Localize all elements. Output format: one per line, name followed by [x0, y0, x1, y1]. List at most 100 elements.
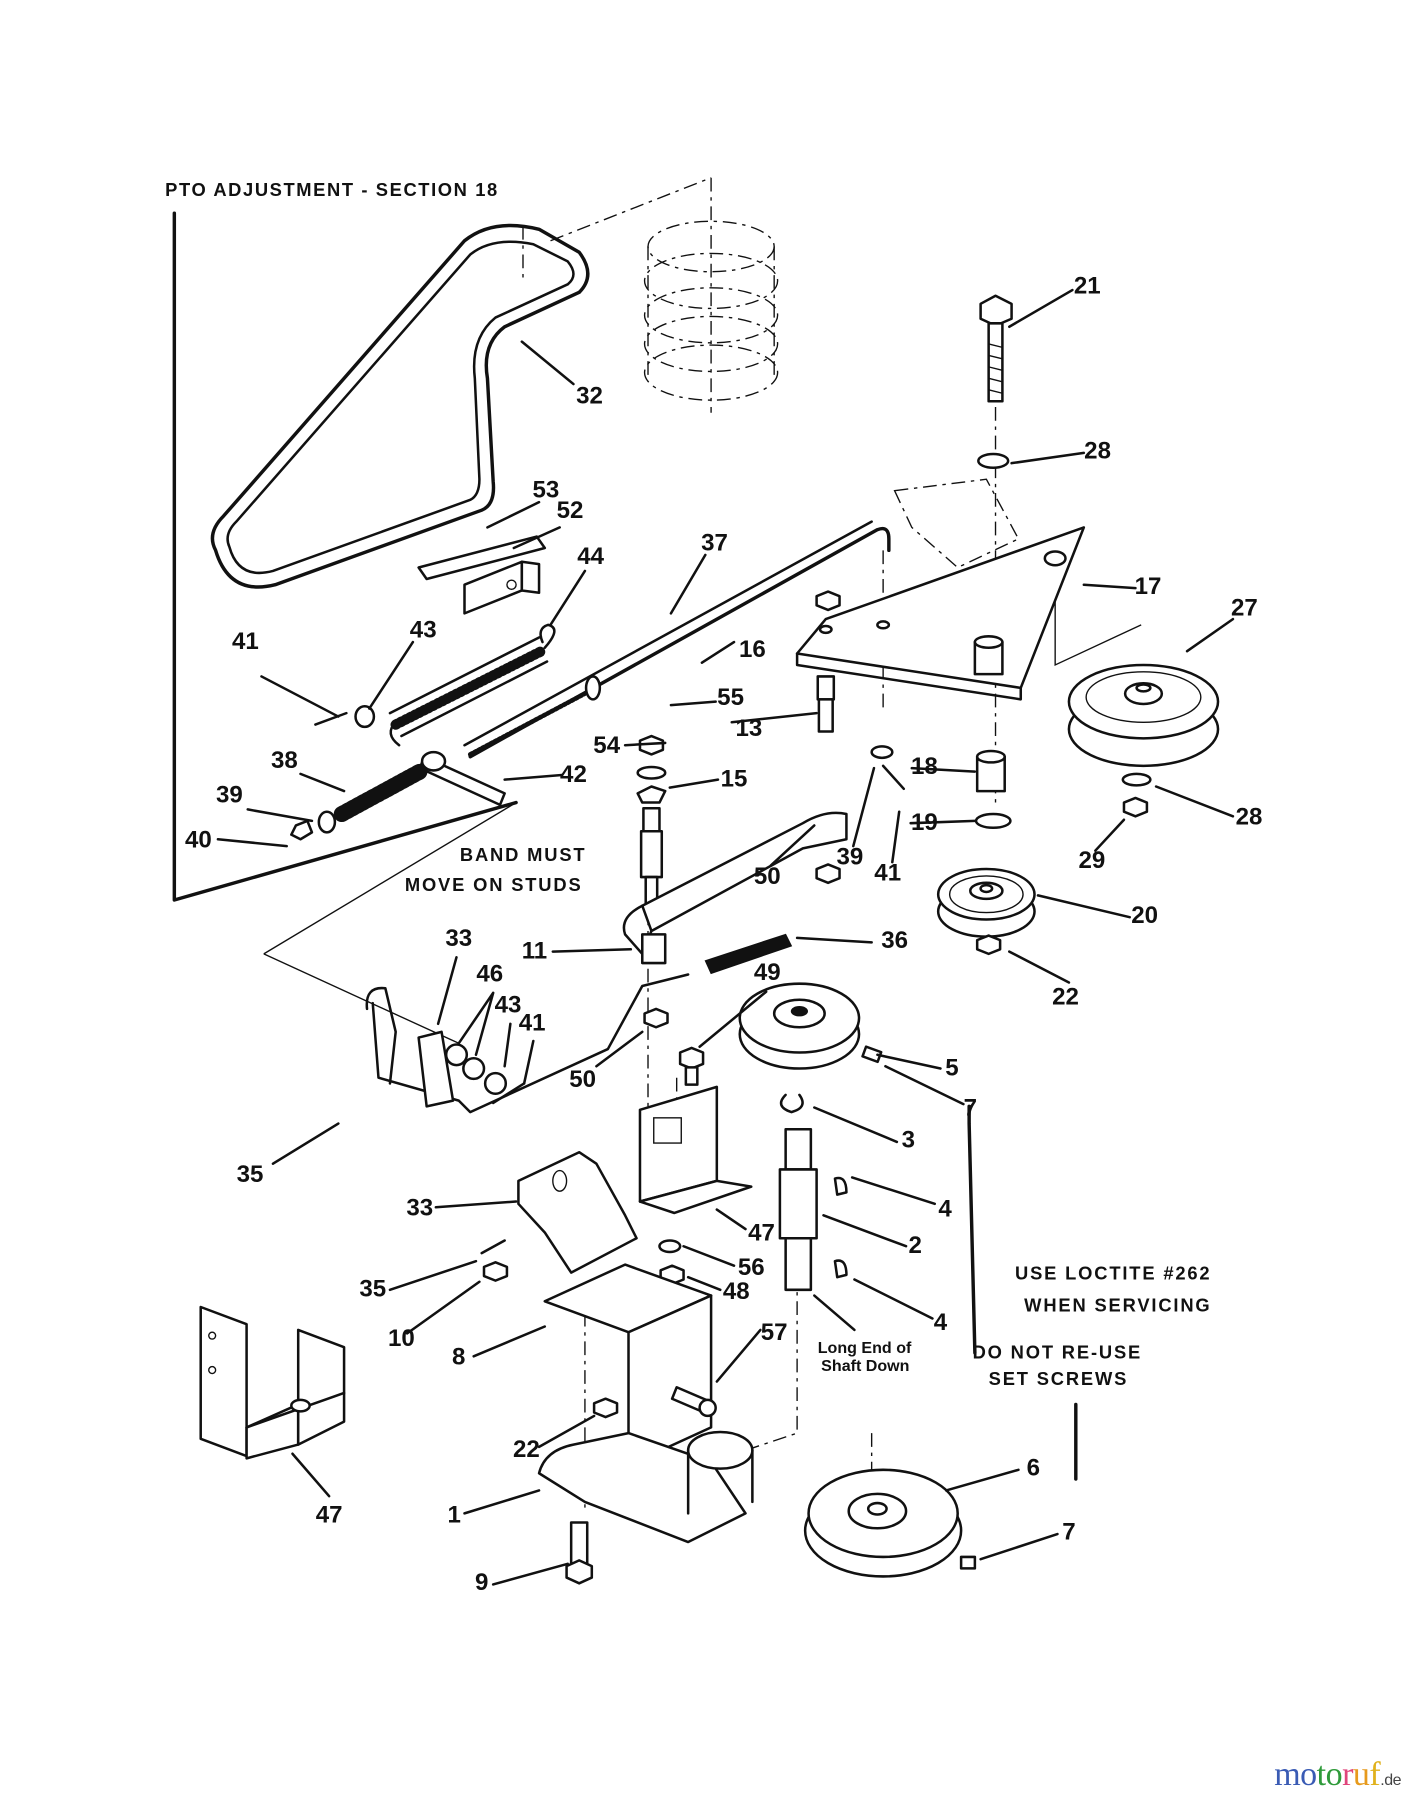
washer-39b [870, 745, 894, 760]
base-1 [537, 1430, 754, 1544]
callout-c50b: 50 [569, 1066, 596, 1093]
housing-8 [543, 1263, 713, 1467]
spring-44 [388, 623, 556, 747]
washer-39 [317, 810, 337, 834]
callout-c16: 16 [739, 636, 766, 663]
callout-c52: 52 [557, 497, 584, 524]
bracket-33-lower [517, 1150, 638, 1274]
callout-c4b: 4 [934, 1309, 948, 1336]
callout-c37: 37 [701, 529, 728, 556]
callout-c22b: 22 [513, 1436, 540, 1463]
spring-38 [333, 762, 431, 823]
callout-c21: 21 [1074, 273, 1101, 300]
callout-c48: 48 [723, 1278, 750, 1305]
nut-16 [815, 590, 841, 612]
callout-c19: 19 [911, 809, 938, 836]
idler-plate-17 [795, 526, 1086, 701]
note-loctite-line1: USE LOCTITE #262 [1015, 1262, 1211, 1283]
watermark-letters: motoruf [1274, 1756, 1381, 1794]
projection-lines [263, 177, 1142, 1525]
callout-c22a: 22 [1052, 983, 1079, 1010]
washer-28-top [977, 452, 1010, 470]
callout-c18: 18 [911, 753, 938, 780]
nut-50b [643, 1007, 669, 1029]
shaft-2 [778, 1128, 818, 1292]
watermark-suffix: .de [1380, 1772, 1401, 1789]
washer-28b [1121, 772, 1152, 787]
callout-c28a: 28 [1084, 438, 1111, 465]
leader-arrows [216, 288, 1235, 1586]
section-bracket-line [172, 211, 518, 902]
callout-c10: 10 [388, 1325, 415, 1352]
cotter-pin-41 [314, 711, 348, 726]
callout-c13: 13 [736, 715, 763, 742]
lever-rod-assembly [365, 973, 690, 1114]
set-screw-7b [959, 1555, 977, 1570]
retaining-ring-3 [779, 1093, 804, 1114]
setscrew-note-line-upper [967, 1104, 977, 1355]
callout-c39a: 39 [216, 782, 243, 809]
watermark-letter: u [1352, 1756, 1370, 1793]
nut-50a [815, 863, 841, 885]
callout-c43a: 43 [410, 616, 437, 643]
nut-22b [592, 1397, 619, 1419]
watermark-letter: m [1274, 1756, 1301, 1793]
callout-c42: 42 [560, 761, 587, 788]
pulley-27 [1067, 663, 1220, 768]
callout-c6: 6 [1027, 1455, 1040, 1482]
callout-c41a: 41 [232, 628, 259, 655]
callout-c32: 32 [576, 383, 603, 410]
pulley-5 [738, 982, 861, 1070]
callout-c11: 11 [522, 937, 547, 964]
callout-c38: 38 [271, 747, 298, 774]
note-band-line1: BAND MUST [460, 844, 587, 865]
callout-c40: 40 [185, 826, 212, 853]
note-shaft-line1: Long End of [818, 1339, 912, 1357]
callout-c50a: 50 [754, 863, 781, 890]
note-setscrew-line2: SET SCREWS [989, 1368, 1129, 1389]
callout-c46: 46 [476, 960, 503, 987]
callout-c17: 17 [1135, 573, 1162, 600]
callout-c41b: 41 [874, 860, 901, 887]
set-screw-7a [861, 1045, 883, 1064]
belt-32 [210, 223, 590, 589]
watermark-letter: f [1369, 1756, 1381, 1793]
cotter-pin-41b [881, 764, 906, 791]
bracket-52 [463, 560, 541, 615]
ghost-pulley-stack [643, 220, 779, 401]
callout-c33b: 33 [406, 1194, 433, 1221]
callout-c47a: 47 [748, 1220, 775, 1247]
washer-43 [354, 704, 376, 729]
callout-c7b: 7 [1062, 1519, 1075, 1546]
nut-29 [1122, 796, 1149, 818]
callout-c2: 2 [909, 1232, 922, 1259]
bolt-49 [678, 1046, 705, 1086]
stud-15 [639, 807, 664, 907]
callout-c33a: 33 [445, 925, 472, 952]
pulley-6 [803, 1468, 963, 1578]
callout-c3: 3 [902, 1127, 915, 1154]
watermark-letter: o [1325, 1756, 1343, 1793]
washer-19 [974, 812, 1012, 830]
callout-c9: 9 [475, 1569, 488, 1596]
rod-37 [463, 520, 891, 759]
washer-54 [636, 785, 667, 804]
note-loctite-line2: WHEN SERVICING [1024, 1295, 1211, 1316]
callout-c27: 27 [1231, 595, 1258, 622]
callout-c57: 57 [761, 1319, 788, 1346]
diagram-title: PTO ADJUSTMENT - SECTION 18 [165, 179, 499, 200]
bolt-21 [979, 294, 1013, 403]
callout-c44: 44 [577, 543, 604, 570]
cotter-pin-35b [480, 1239, 506, 1255]
pulley-20 [936, 867, 1036, 938]
washer-56 [658, 1239, 682, 1254]
guard-47 [199, 1305, 346, 1460]
nut-22a [975, 934, 1002, 956]
callout-c36: 36 [881, 927, 908, 954]
key-4b [833, 1259, 848, 1279]
bolt-57 [670, 1385, 717, 1418]
bolt-9 [565, 1521, 594, 1585]
callout-c35b: 35 [359, 1276, 386, 1303]
nut-40 [290, 819, 314, 841]
